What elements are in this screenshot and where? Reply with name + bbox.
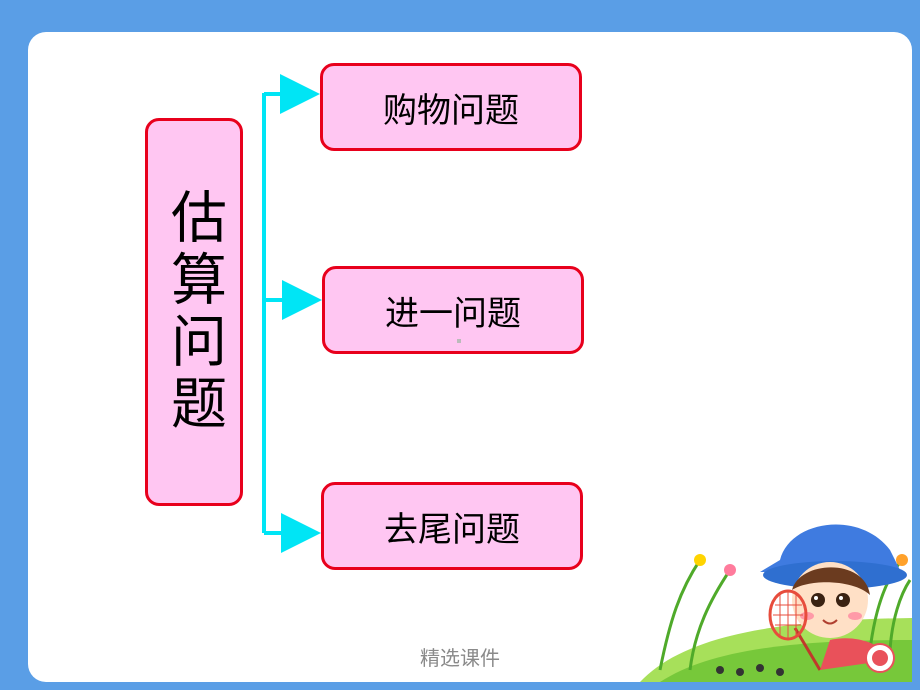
branch-label-shopping: 购物问题	[383, 90, 519, 131]
main-topic-label: 估算问题	[161, 188, 227, 436]
branch-box-round-down: 去尾问题	[321, 482, 583, 570]
branch-label-round-up: 进一问题	[385, 293, 521, 334]
stray-mark	[457, 339, 461, 343]
branch-label-round-down: 去尾问题	[384, 509, 520, 550]
branch-box-shopping: 购物问题	[320, 63, 582, 151]
branch-box-round-up: 进一问题	[322, 266, 584, 354]
child-with-flyswatter-illustration	[640, 524, 912, 682]
main-topic-box: 估算问题	[145, 118, 243, 506]
footer-label: 精选课件	[420, 646, 500, 670]
